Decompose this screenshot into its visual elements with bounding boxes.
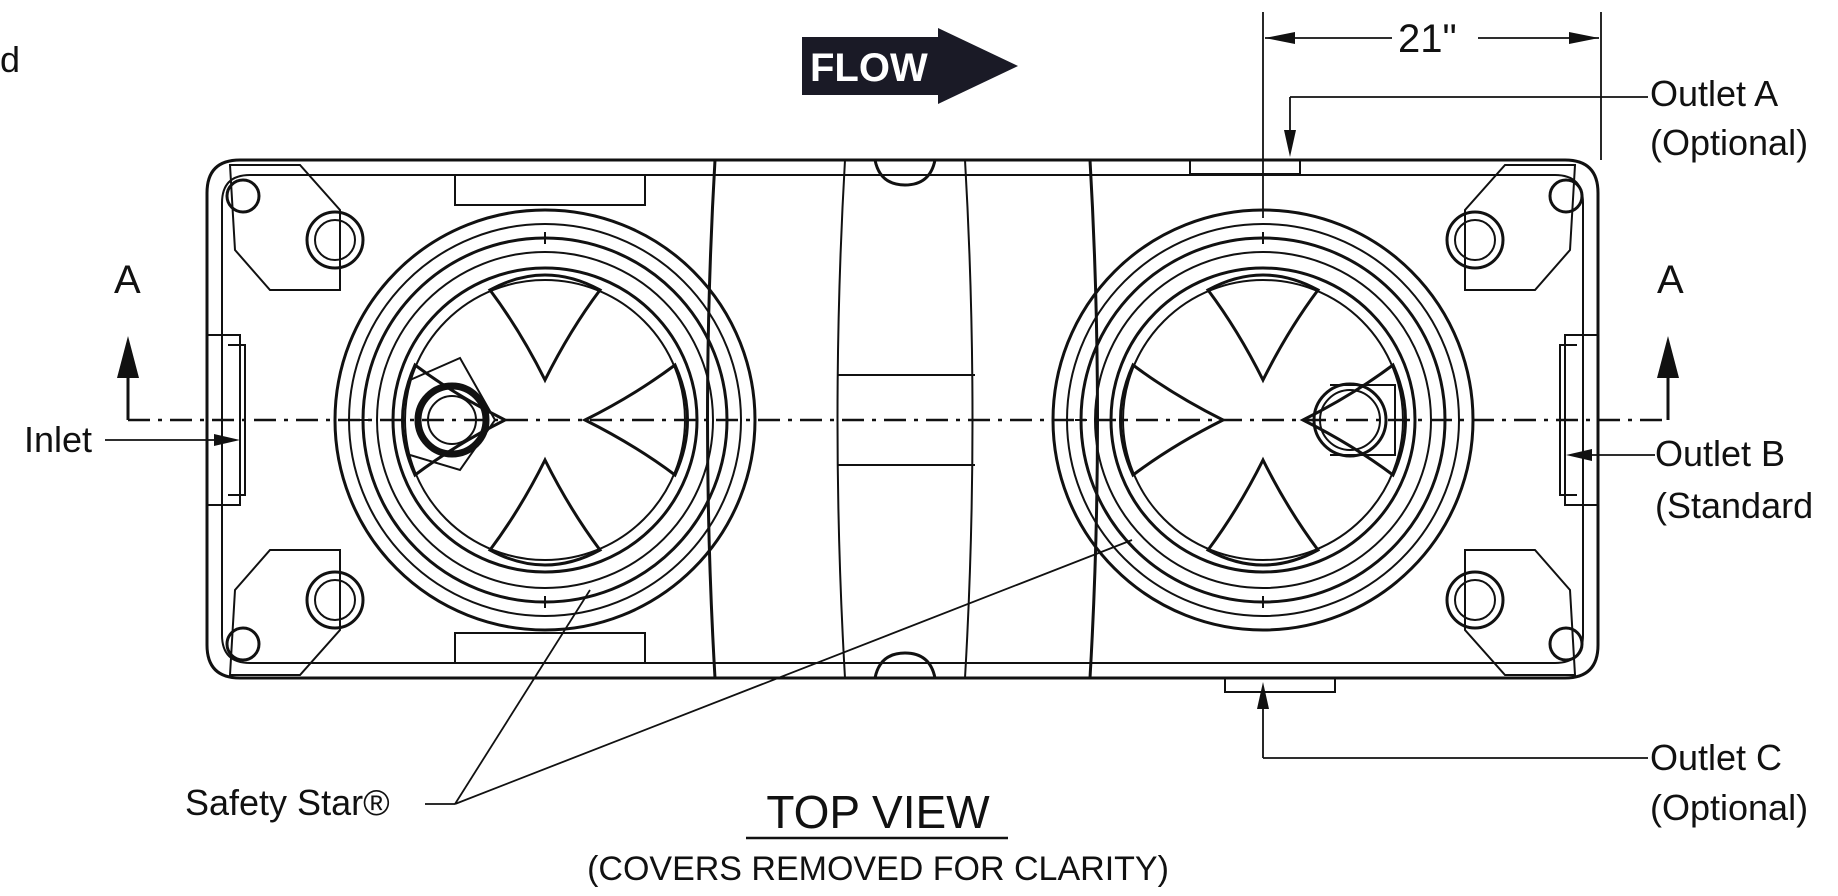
inlet-callout: Inlet <box>24 419 240 460</box>
outlet-a-label-line2: (Optional) <box>1650 122 1808 163</box>
flow-arrow: FLOW <box>802 28 1018 104</box>
section-line-a-a: A A <box>114 258 1684 422</box>
outlet-b-label-line1: Outlet B <box>1655 433 1785 474</box>
corner-lugs <box>225 164 1584 676</box>
inlet-label: Inlet <box>24 419 92 460</box>
edge-fragment-text: d <box>0 39 20 80</box>
dimension-label: 21" <box>1398 17 1457 61</box>
view-title: TOP VIEW <box>766 786 990 838</box>
outlet-b-callout: Outlet B (Standard <box>1566 433 1813 526</box>
riser-bosses <box>305 210 1505 630</box>
outlet-c-label-line1: Outlet C <box>1650 737 1782 778</box>
section-label-right: A <box>1657 258 1684 302</box>
flow-label: FLOW <box>810 46 928 90</box>
dimension-21-inch: 21" <box>1262 12 1602 218</box>
safety-star-callout: Safety Star® <box>185 539 1133 823</box>
outlet-b-label-line2: (Standard <box>1655 485 1813 526</box>
section-label-left: A <box>114 258 141 302</box>
outlet-c-callout: Outlet C (Optional) <box>1257 682 1808 828</box>
outlet-c-label-line2: (Optional) <box>1650 787 1808 828</box>
outlet-a-callout: Outlet A (Optional) <box>1284 73 1808 163</box>
view-subtitle: (COVERS REMOVED FOR CLARITY) <box>587 850 1169 888</box>
outlet-a-label-line1: Outlet A <box>1650 73 1778 114</box>
safety-star-label: Safety Star® <box>185 782 390 823</box>
view-title-block: TOP VIEW (COVERS REMOVED FOR CLARITY) <box>587 786 1169 888</box>
